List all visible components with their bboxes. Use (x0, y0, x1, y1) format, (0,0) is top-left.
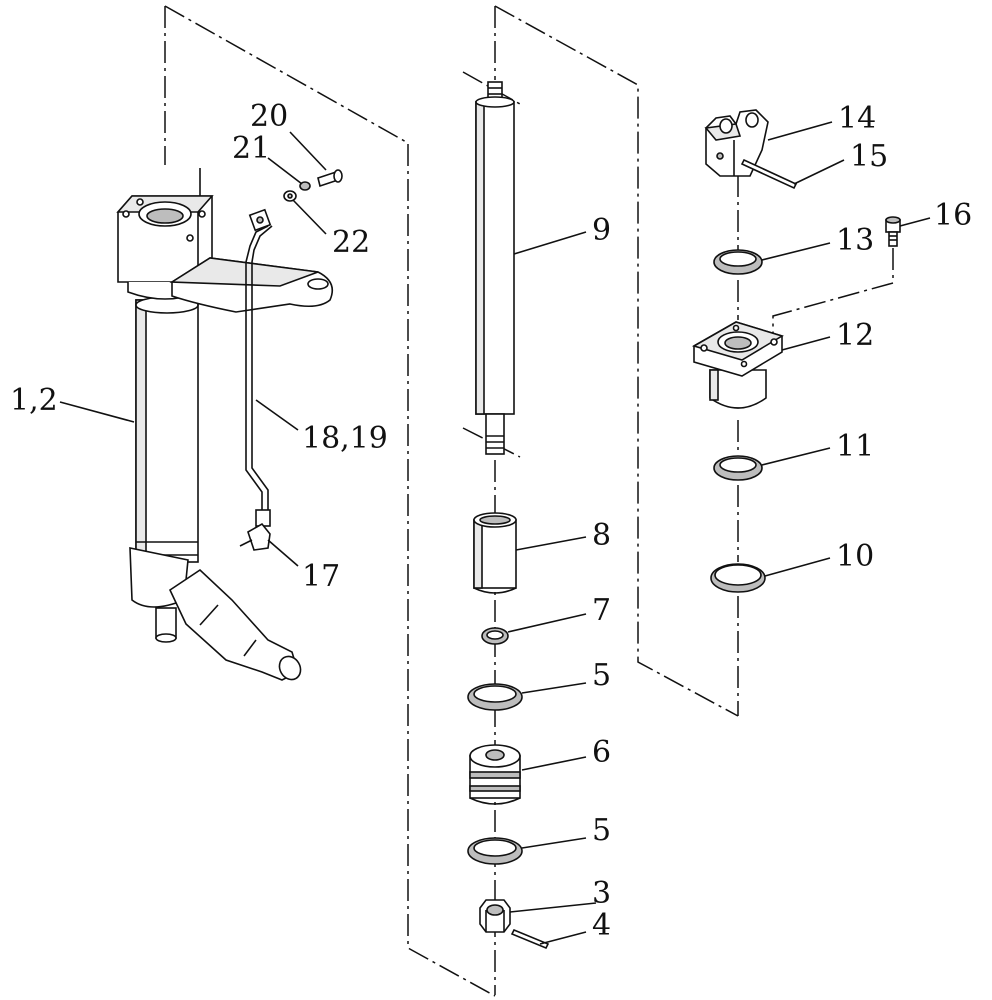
part-7-ring (481, 627, 509, 645)
callout-labels: 1,2 3 4 5 5 6 7 8 9 10 11 12 13 14 15 16… (10, 99, 972, 943)
part-15-pin (740, 158, 798, 190)
callout-label-3: 3 (592, 876, 611, 911)
part-10-ring (710, 563, 766, 593)
callout-label-5-lower: 5 (592, 813, 611, 848)
part-21-lock-washer (299, 181, 311, 191)
callout-label-22: 22 (332, 225, 370, 260)
callout-label-12: 12 (836, 318, 874, 353)
callout-label-10: 10 (836, 539, 874, 574)
callout-label-20: 20 (250, 99, 288, 134)
part-14-clevis (704, 109, 769, 177)
part-18-19-grease-tube (245, 208, 273, 514)
part-5-seal-upper (467, 683, 523, 711)
callout-label-17: 17 (302, 559, 340, 594)
part-3-nut (479, 899, 511, 933)
part-12-gland (691, 321, 784, 409)
callout-label-1-2: 1,2 (10, 383, 58, 418)
callout-label-14: 14 (838, 101, 876, 136)
callout-label-11: 11 (836, 429, 874, 464)
leader-lines (59, 121, 931, 945)
part-20-screw (317, 169, 343, 188)
part-17-grease-fitting (239, 509, 271, 551)
part-1-2-spindle-housing (116, 168, 334, 681)
part-13-ring (713, 249, 763, 275)
part-6-piston (469, 744, 521, 805)
part-9-piston-rod (475, 81, 515, 455)
callout-label-7: 7 (592, 593, 611, 628)
callout-label-13: 13 (836, 223, 874, 258)
assembly-frame-left (164, 5, 496, 997)
callout-label-5-upper: 5 (592, 658, 611, 693)
part-11-ring (713, 455, 763, 481)
callout-label-8: 8 (592, 518, 611, 553)
callout-label-6: 6 (592, 735, 611, 770)
part-5-seal-lower (467, 837, 523, 865)
callout-label-4: 4 (592, 908, 611, 943)
assembly-centerline-right (737, 175, 894, 716)
callout-label-16: 16 (934, 198, 972, 233)
callout-label-21: 21 (232, 131, 270, 166)
callout-label-18-19: 18,19 (302, 421, 388, 456)
callout-label-9: 9 (592, 213, 611, 248)
part-22-washer (283, 190, 297, 202)
part-8-bushing (473, 512, 517, 594)
part-16-cap-screw (885, 216, 901, 247)
callout-label-15: 15 (850, 139, 888, 174)
part-4-pin (510, 928, 550, 950)
